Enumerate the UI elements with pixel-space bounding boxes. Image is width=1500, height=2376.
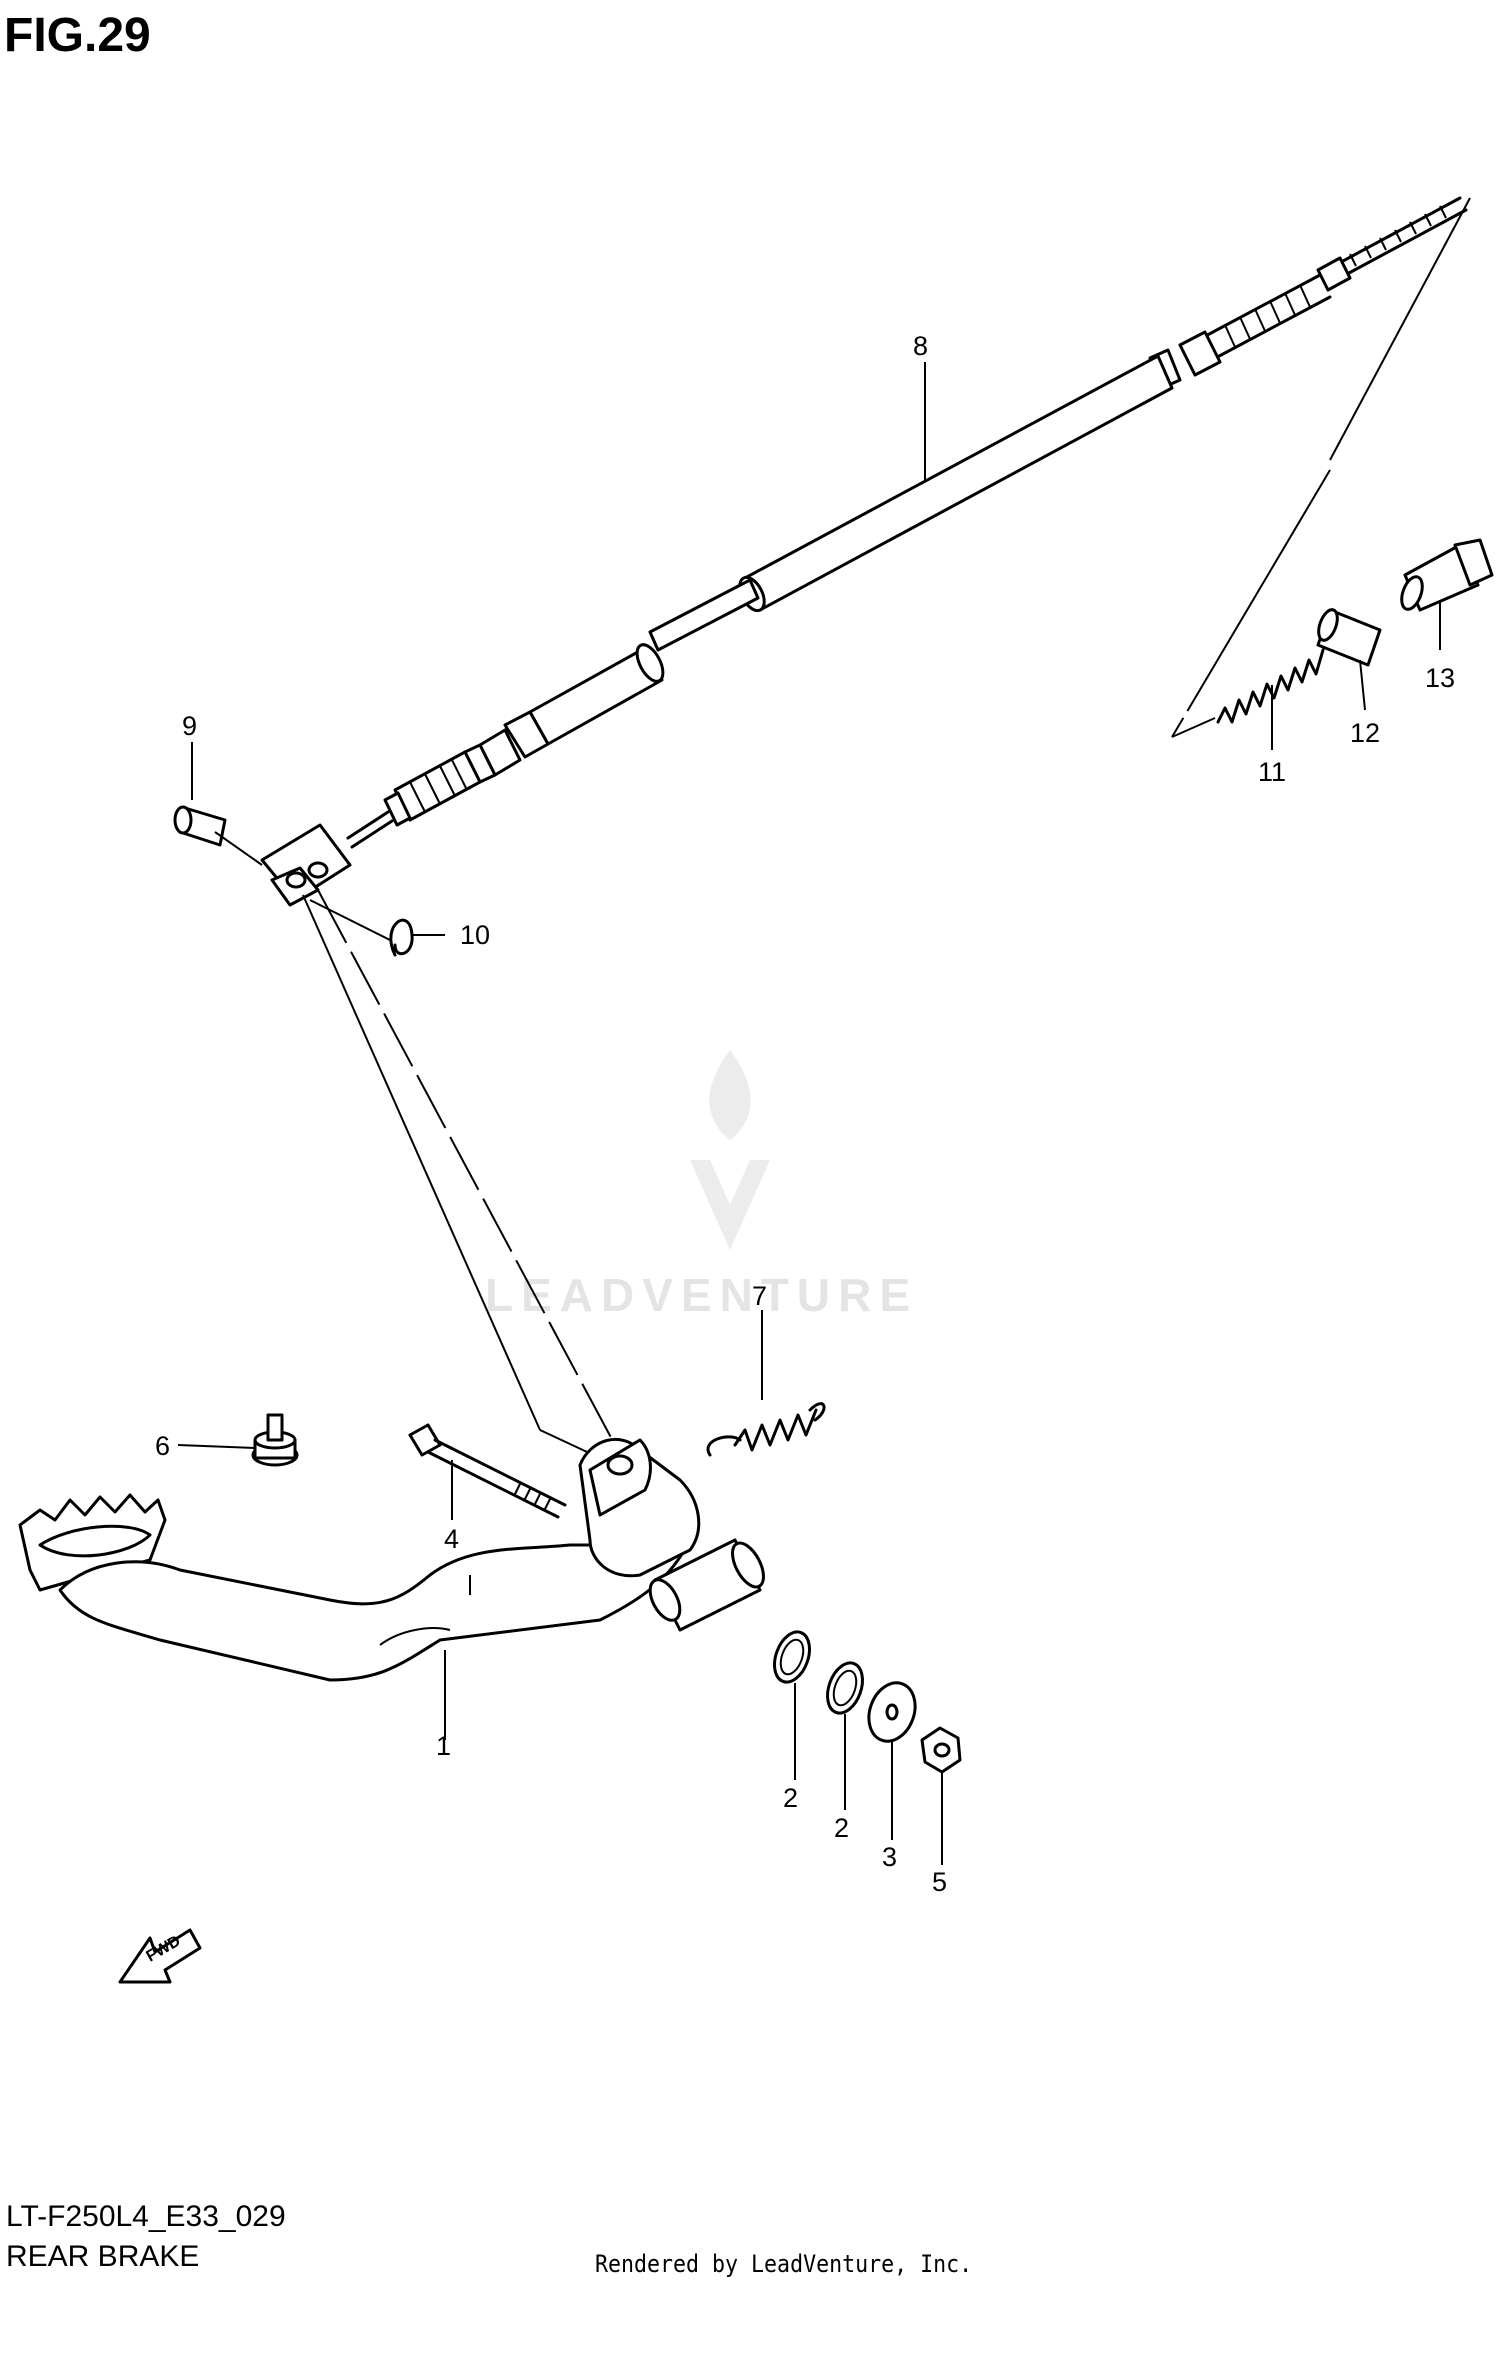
figure-code: LT-F250L4_E33_029 bbox=[6, 2200, 286, 2233]
callout-9: 9 bbox=[182, 711, 197, 741]
flat-washer[interactable] bbox=[861, 1676, 923, 1840]
bolt[interactable] bbox=[408, 1423, 567, 1520]
reference-line-adjuster bbox=[1171, 197, 1471, 738]
callout-11: 11 bbox=[1258, 757, 1286, 787]
callout-12: 12 bbox=[1350, 718, 1380, 748]
clevis-pin[interactable] bbox=[173, 805, 263, 866]
callout-2b: 2 bbox=[834, 1813, 849, 1843]
callout-6: 6 bbox=[155, 1431, 170, 1461]
callout-7: 7 bbox=[752, 1281, 767, 1311]
reference-line bbox=[302, 889, 616, 1459]
adjuster-nut[interactable] bbox=[1398, 538, 1494, 650]
washer[interactable] bbox=[768, 1627, 816, 1780]
rendered-by-credit: Rendered by LeadVenture, Inc. bbox=[595, 2250, 973, 2278]
callout-8: 8 bbox=[913, 331, 928, 361]
washer[interactable] bbox=[821, 1658, 869, 1810]
return-spring[interactable] bbox=[706, 1310, 826, 1457]
figure-title: FIG.29 bbox=[4, 9, 151, 62]
callout-labels: 1 2 2 3 4 5 6 7 8 9 10 11 12 13 bbox=[155, 331, 1455, 1897]
callout-13: 13 bbox=[1425, 663, 1455, 693]
joint[interactable] bbox=[1315, 607, 1382, 711]
brake-cable[interactable] bbox=[260, 196, 1468, 907]
callout-3: 3 bbox=[882, 1842, 897, 1872]
callout-2a: 2 bbox=[783, 1783, 798, 1813]
figure-name: REAR BRAKE bbox=[6, 2240, 200, 2273]
watermark-logo bbox=[690, 1050, 770, 1250]
forward-arrow-icon: FWD bbox=[118, 1928, 202, 1984]
watermark-text: LEADVENTURE bbox=[485, 1269, 919, 1321]
callout-5: 5 bbox=[932, 1867, 947, 1897]
callout-10: 10 bbox=[460, 920, 490, 950]
callout-1: 1 bbox=[436, 1731, 451, 1761]
spring[interactable] bbox=[1216, 648, 1325, 724]
callout-4: 4 bbox=[444, 1524, 459, 1554]
stopper-bolt[interactable] bbox=[177, 1413, 299, 1467]
brake-pedal[interactable] bbox=[18, 1437, 770, 1740]
nut[interactable] bbox=[920, 1726, 962, 1865]
clip[interactable] bbox=[309, 899, 445, 957]
